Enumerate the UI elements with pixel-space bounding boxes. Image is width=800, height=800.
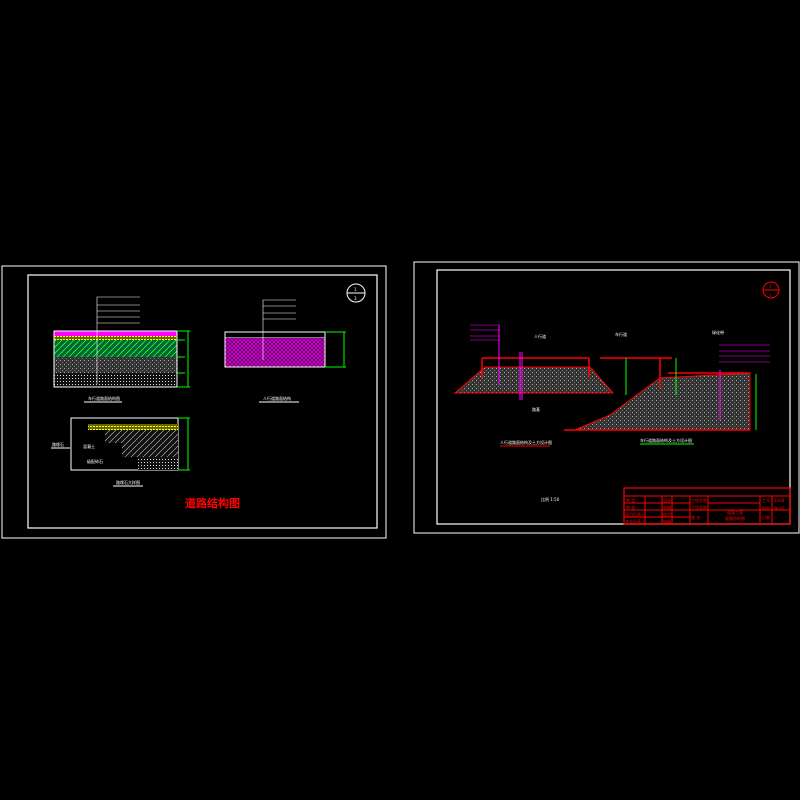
inner-frame [436, 269, 791, 525]
subgrade-label: 路基 [532, 406, 540, 412]
tb-label: 校对 [663, 511, 671, 517]
scale-note: 比例 1:50 [541, 496, 560, 502]
roadway-label: 车行道 [615, 331, 627, 337]
inner-frame [27, 274, 378, 529]
caption-left: 人行道路面结构及土方设计图 [500, 439, 552, 445]
outer-frame [1, 265, 387, 539]
tb-value: 2008 [774, 498, 785, 503]
section-marker: 3 3 [762, 281, 780, 299]
curb-detail: 路缘石 混凝土 级配碎石 路缘石大样图 [51, 417, 190, 487]
title-block [623, 487, 791, 525]
title-block-text: 审 定 审 核 项目负责人 专业负责人 设计 制图 校对 描图 工程名称 子项名… [625, 497, 785, 524]
tb-label: 描图 [663, 518, 671, 524]
caption-right: 车行道路面结构及土方设计图 [640, 437, 692, 443]
tb-label: 日期 [762, 514, 770, 520]
tb-value: 道路工程 [727, 509, 743, 515]
marker-top: 3 [769, 284, 772, 289]
sidewalk-earthwork: 人行道 路基 人行道路面结构及土方设计图 [453, 324, 615, 447]
tb-value: 路-03 [774, 505, 785, 511]
tb-label: 工号 [762, 497, 770, 503]
tb-label: 专业负责人 [625, 518, 645, 524]
sidewalk-section: 人行道路面结构 [224, 299, 346, 403]
roadway-earthwork: 车行道 绿化带 车行道路面结构及土方设计图 [564, 329, 770, 445]
detail3-caption: 路缘石大样图 [116, 479, 140, 485]
tb-label: 制图 [663, 504, 671, 510]
tb-value: 道路结构图 [725, 515, 745, 521]
marker-bottom: 3 [769, 293, 772, 298]
detail1-caption: 车行道路面结构图 [88, 395, 120, 401]
sheet-left: 1 3 车行道路面结构图 人行道路面结构 [1, 265, 387, 539]
detail2-caption: 人行道路面结构 [263, 395, 291, 401]
outer-frame [413, 261, 800, 534]
tb-label: 子项名称 [691, 504, 707, 510]
roadway-section: 车行道路面结构图 [53, 296, 190, 403]
marker-top: 1 [354, 287, 357, 292]
tb-label: 图 名 [691, 514, 700, 520]
gravel-label: 级配碎石 [87, 458, 103, 464]
tb-label: 审 定 [626, 497, 635, 503]
tb-label: 工程名称 [691, 497, 707, 503]
tb-label: 审 核 [626, 504, 635, 510]
section-marker: 1 3 [346, 283, 366, 303]
tb-label: 设计 [663, 497, 671, 503]
tb-label: 项目负责人 [625, 511, 645, 517]
marker-bottom: 3 [354, 296, 357, 301]
curb-label: 路缘石 [52, 441, 64, 447]
sheet-right: 3 3 人行道 路基 人行道路面结构及土方设计图 车行道 绿化带 车行道路面结构… [413, 261, 800, 534]
tb-label: 图号 [762, 505, 770, 511]
sidewalk-label: 人行道 [534, 333, 546, 339]
greenbelt-label: 绿化带 [712, 329, 724, 335]
sheet-title: 道路结构图 [185, 496, 240, 510]
concrete-label: 混凝土 [83, 443, 95, 449]
